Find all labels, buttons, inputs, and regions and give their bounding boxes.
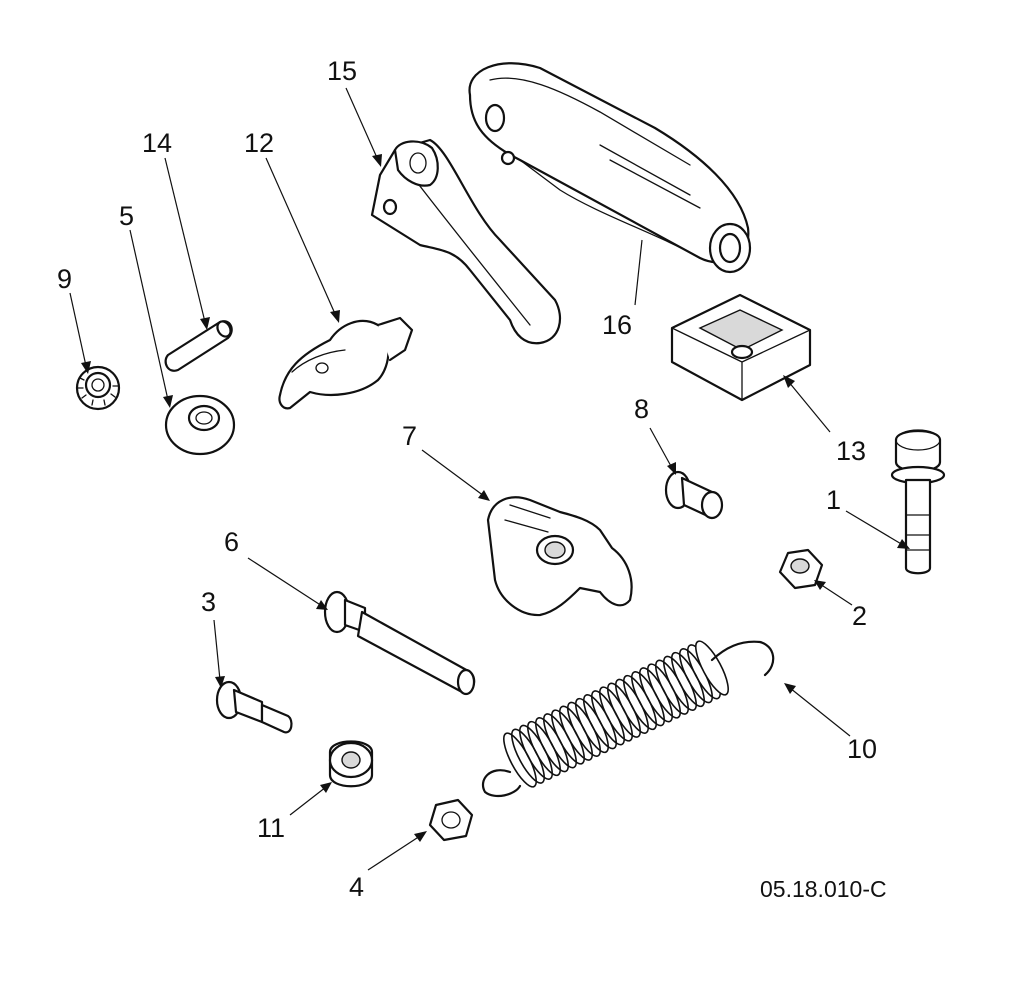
washer-part bbox=[164, 394, 236, 456]
callout-13: 13 bbox=[836, 436, 866, 466]
callout-8: 8 bbox=[634, 394, 649, 424]
callout-3: 3 bbox=[201, 587, 216, 617]
callout-6: 6 bbox=[224, 527, 239, 557]
spring-coil bbox=[695, 640, 729, 696]
latch-bracket-part bbox=[278, 316, 414, 410]
roll-pin-part bbox=[164, 320, 233, 372]
callout-12: 12 bbox=[244, 128, 274, 158]
cam-bracket-part bbox=[486, 496, 633, 617]
callout-11: 11 bbox=[257, 813, 285, 843]
lock-nut-part bbox=[778, 548, 824, 590]
callout-5: 5 bbox=[119, 201, 134, 231]
callout-1: 1 bbox=[826, 485, 841, 515]
callout-9: 9 bbox=[57, 264, 72, 294]
lever-arm-part bbox=[370, 138, 562, 345]
callout-14: 14 bbox=[142, 128, 172, 158]
serrated-flange-nut-part bbox=[75, 365, 121, 411]
callout-7: 7 bbox=[402, 421, 417, 451]
pivot-bolt-part bbox=[323, 590, 476, 696]
square-bumper-part bbox=[670, 293, 812, 402]
flange-nut-part bbox=[428, 798, 474, 842]
callout-10: 10 bbox=[847, 734, 877, 764]
spacer-bushing-part bbox=[328, 740, 374, 788]
leader-lines bbox=[69, 87, 910, 871]
shoulder-bolt-part bbox=[215, 680, 293, 734]
callout-15: 15 bbox=[327, 56, 357, 86]
handle-grip-part bbox=[468, 62, 752, 274]
flange-bolt-part bbox=[890, 429, 946, 575]
extension-spring-part bbox=[482, 640, 775, 798]
drawing-number: 05.18.010-C bbox=[760, 876, 887, 902]
callout-labels: 15 12 14 5 9 16 13 8 7 1 2 6 3 10 11 4 bbox=[57, 56, 877, 902]
carriage-bolt-part bbox=[664, 470, 724, 520]
callout-2: 2 bbox=[852, 601, 867, 631]
callout-16: 16 bbox=[602, 310, 632, 340]
callout-4: 4 bbox=[349, 872, 364, 902]
